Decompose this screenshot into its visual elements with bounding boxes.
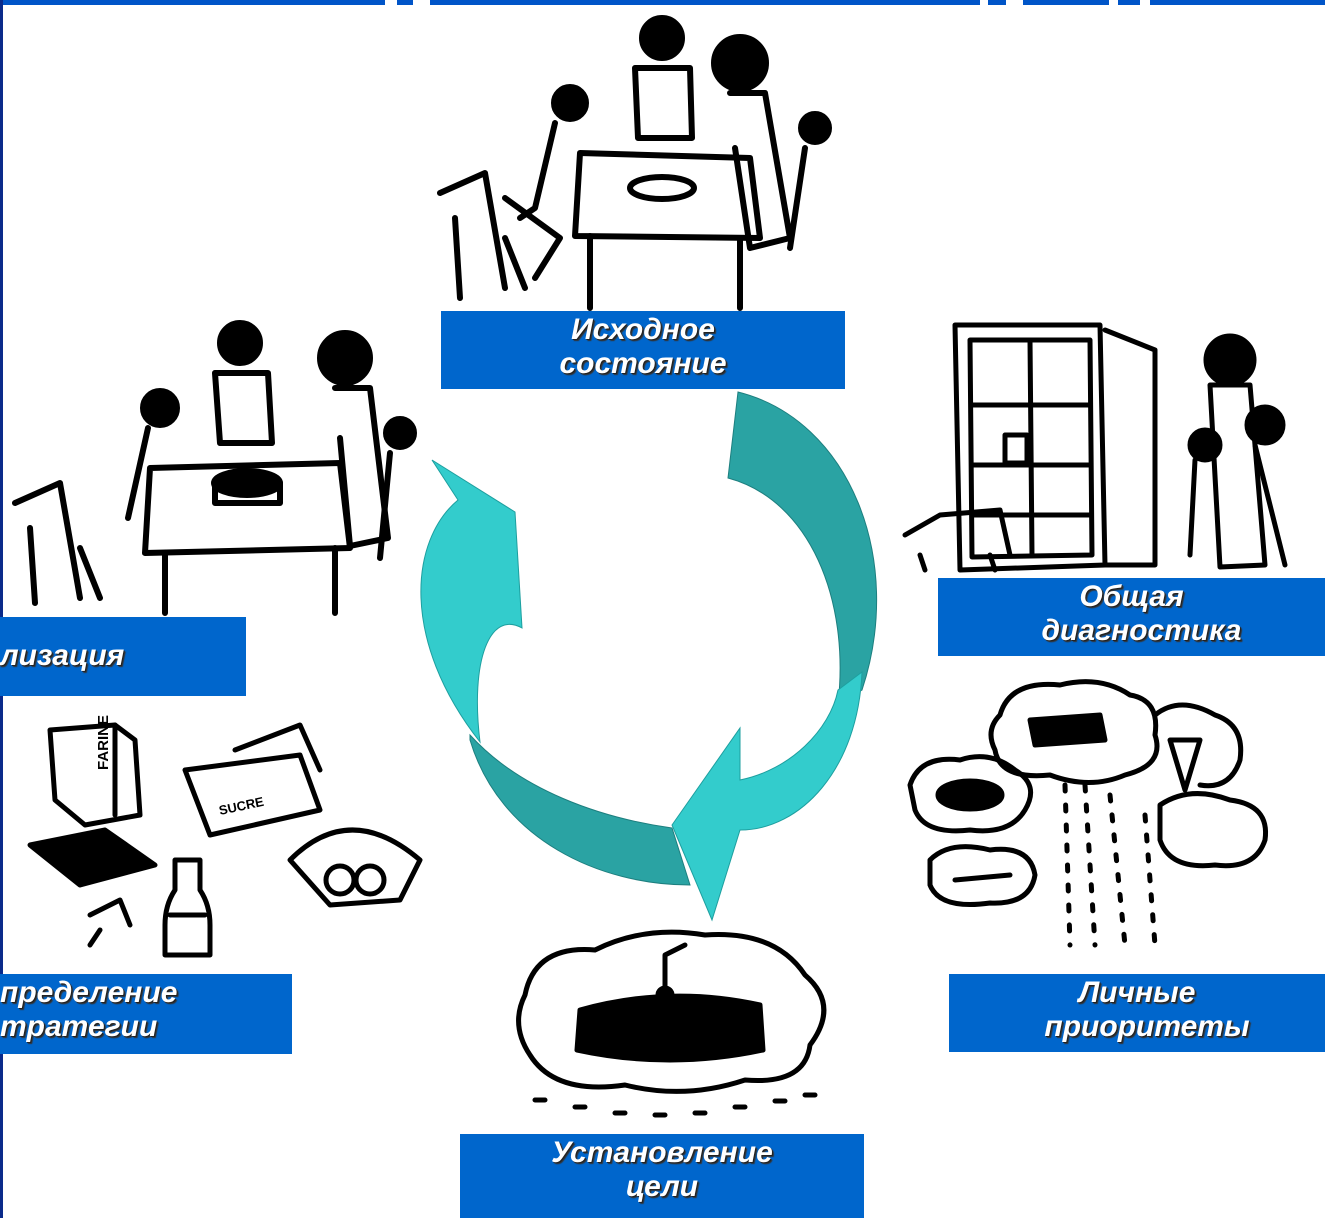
ingredients-illustration: FARINE SUCRE bbox=[27, 715, 423, 958]
flour-box-text: FARINE bbox=[95, 715, 112, 770]
label-goal-setting: Установление цели bbox=[460, 1134, 864, 1218]
label-initial-state-line1: Исходное bbox=[571, 313, 715, 346]
label-personal-priorities-line1: Личные bbox=[1078, 976, 1196, 1009]
left-border-line bbox=[0, 0, 3, 1218]
label-realization-line1: лизация bbox=[0, 639, 125, 672]
label-goal-setting-line2: цели bbox=[625, 1170, 699, 1203]
cycle-arrow-lower-right bbox=[671, 670, 863, 922]
open-fridge-illustration bbox=[902, 322, 1288, 573]
cycle-arrow-bottom bbox=[469, 733, 691, 886]
cycle-arrow-right bbox=[727, 391, 878, 705]
label-strategy-definition-line1: пределение bbox=[0, 976, 178, 1009]
family-cake-table-illustration bbox=[12, 320, 417, 616]
label-general-diagnostics-line2: диагностика bbox=[1041, 614, 1242, 647]
label-realization: лизация bbox=[0, 617, 246, 696]
label-general-diagnostics: Общая диагностика bbox=[938, 578, 1325, 656]
top-border-bar bbox=[0, 0, 1325, 6]
cake-goal-illustration bbox=[516, 929, 827, 1118]
label-personal-priorities: Личные приоритеты bbox=[949, 974, 1325, 1052]
label-initial-state: Исходное состояние bbox=[441, 311, 845, 389]
label-goal-setting-line1: Установление bbox=[551, 1136, 773, 1169]
label-initial-state-line2: состояние bbox=[559, 347, 727, 380]
sugar-box-text: SUCRE bbox=[218, 794, 266, 818]
label-strategy-definition: пределение тратегии bbox=[0, 974, 292, 1054]
family-table-plate-illustration bbox=[437, 15, 832, 311]
thought-clouds-illustration bbox=[907, 679, 1269, 948]
label-strategy-definition-line2: тратегии bbox=[0, 1010, 158, 1043]
cycle-arrow-left bbox=[420, 459, 523, 744]
label-personal-priorities-line2: приоритеты bbox=[1044, 1010, 1250, 1043]
label-general-diagnostics-line1: Общая bbox=[1079, 580, 1184, 613]
